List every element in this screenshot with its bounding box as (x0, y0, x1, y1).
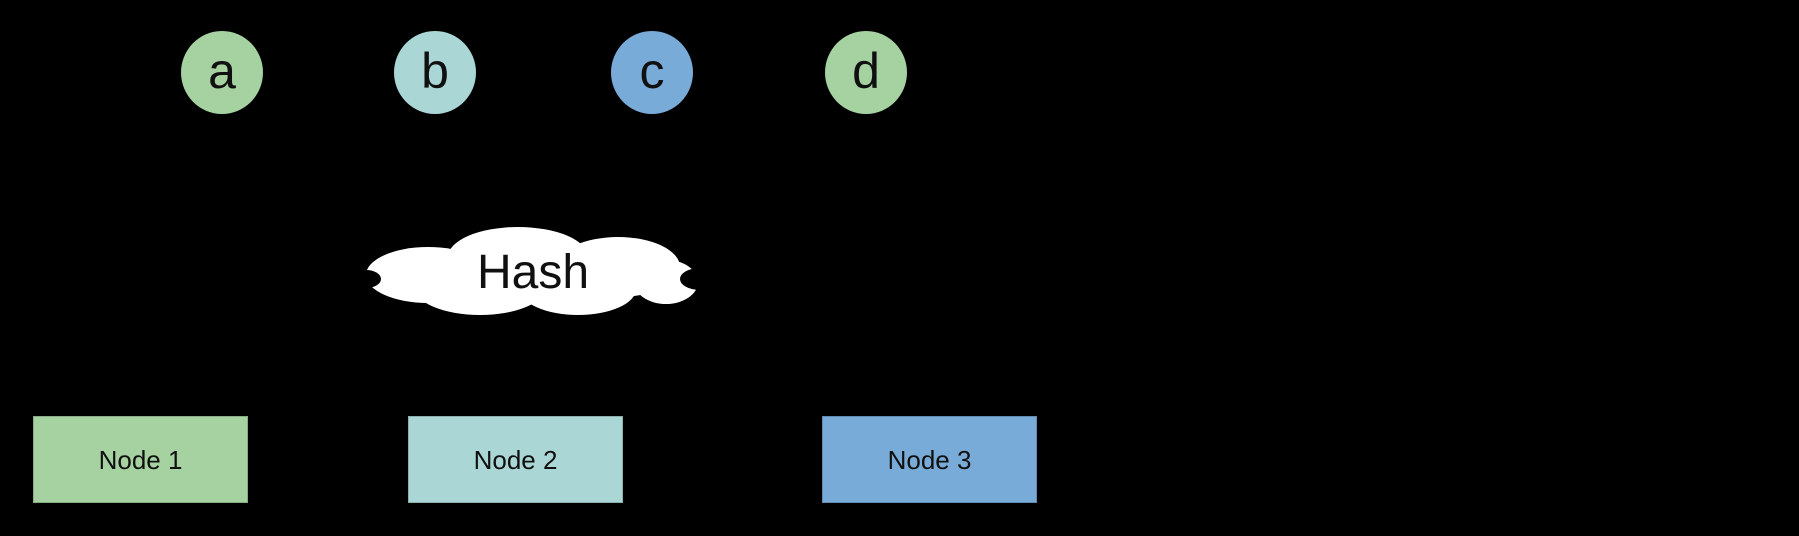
cloud-shape-icon (351, 227, 720, 315)
key-label-d: d (852, 42, 880, 99)
key-label-a: a (208, 42, 236, 99)
hash-cloud: Hash (351, 227, 720, 317)
node-box-3: Node 3 (822, 416, 1037, 503)
key-circle-a: a (181, 31, 263, 114)
key-circle-d: d (825, 31, 907, 114)
node-box-2: Node 2 (408, 416, 623, 503)
node-box-1: Node 1 (33, 416, 248, 503)
key-label-c: c (639, 42, 665, 99)
hash-label: Hash (476, 246, 590, 299)
key-circle-b: b (394, 31, 476, 114)
node-label-2: Node 2 (473, 444, 558, 475)
key-label-b: b (421, 42, 449, 99)
node-label-1: Node 1 (98, 444, 183, 475)
key-circle-c: c (611, 31, 693, 114)
node-label-3: Node 3 (887, 444, 972, 475)
